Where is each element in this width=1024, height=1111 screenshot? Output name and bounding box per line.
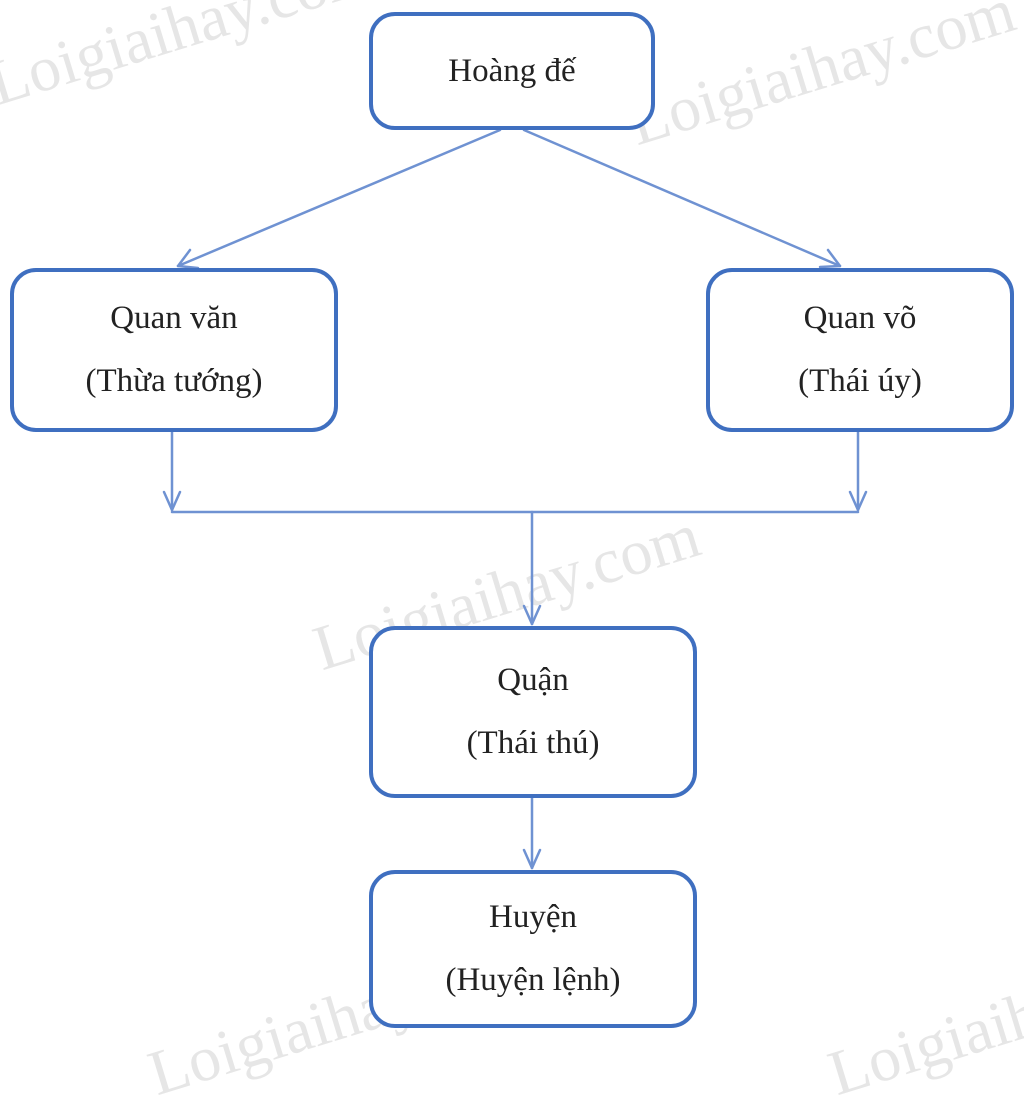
- node-emperor-title: Hoàng đế: [448, 52, 576, 89]
- arrowhead-civil: [176, 248, 200, 270]
- node-county-title: Huyện: [489, 899, 577, 935]
- arrowhead-county: [522, 848, 542, 870]
- node-military-officials: Quan võ (Thái úy): [706, 268, 1014, 432]
- arrowhead-military: [818, 248, 842, 269]
- node-civil-subtitle: (Thừa tướng): [85, 363, 263, 399]
- node-county: Huyện (Huyện lệnh): [369, 870, 697, 1028]
- arrowhead-district: [522, 604, 542, 626]
- connector-emperor-to-civil: [176, 128, 502, 268]
- node-district-title: Quận: [497, 662, 569, 698]
- node-military-title: Quan võ: [803, 300, 917, 336]
- connector-layer: [162, 128, 868, 870]
- node-county-subtitle: (Huyện lệnh): [445, 962, 621, 998]
- node-civil-title: Quan văn: [110, 300, 238, 336]
- node-district-subtitle: (Thái thú): [466, 725, 600, 761]
- arrowhead-military-down: [848, 490, 868, 512]
- node-military-subtitle: (Thái úy): [798, 363, 922, 399]
- node-district: Quận (Thái thú): [369, 626, 697, 798]
- connector-emperor-to-military: [522, 128, 842, 268]
- node-emperor: Hoàng đế: [369, 12, 655, 130]
- node-civil-officials: Quan văn (Thừa tướng): [10, 268, 338, 432]
- arrowhead-civil-down: [162, 490, 182, 512]
